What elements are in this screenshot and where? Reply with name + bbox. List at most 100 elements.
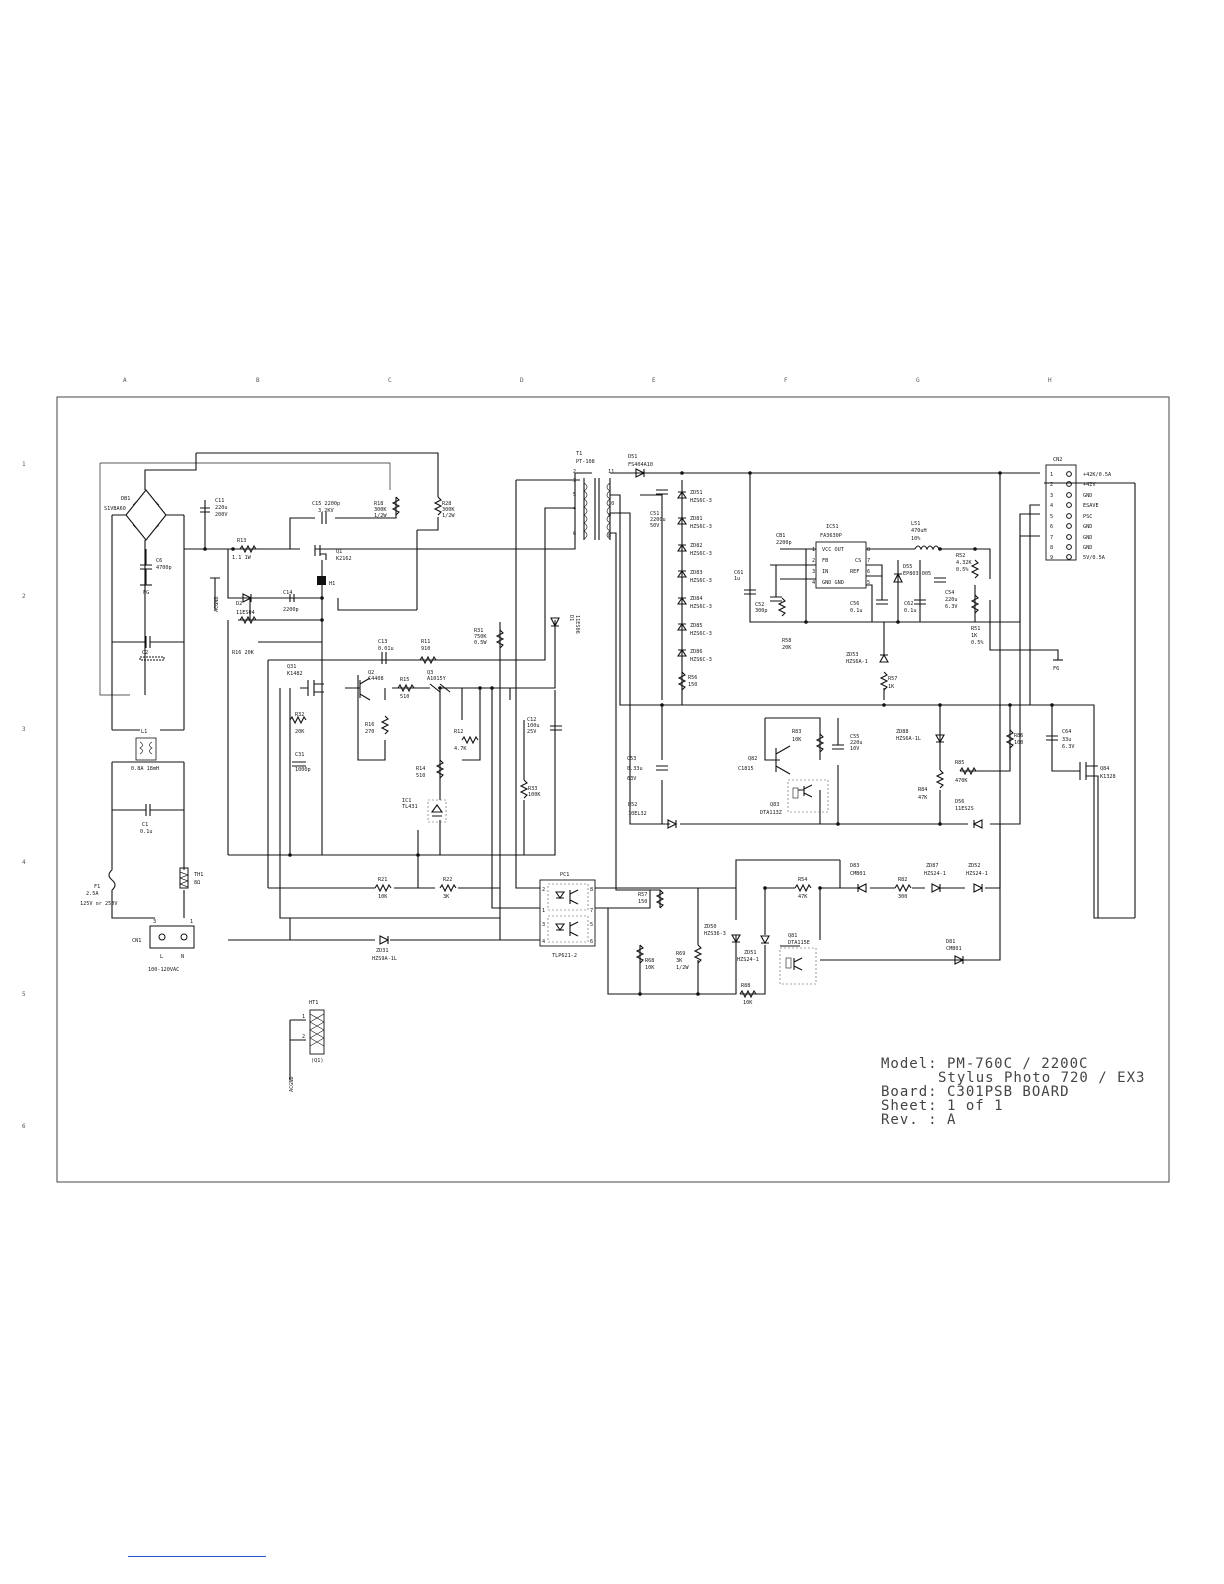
junction-dots [203, 471, 1054, 996]
acgnd-marker-upper: ACGND [210, 577, 220, 612]
svg-text:4: 4 [22, 859, 26, 866]
svg-text:ESAVE: ESAVE [1083, 503, 1099, 509]
fuse-f1: F1 2.5A 125V or 250V [80, 869, 117, 907]
svg-text:47K: 47K [798, 894, 808, 900]
zener-zd52: ZD52 HZS24-1 [966, 863, 988, 893]
svg-text:6: 6 [573, 531, 576, 537]
mosfet-q1: Q1 K2162 H1 [314, 545, 352, 587]
capacitor-c54: C54 220u 6.3V [934, 577, 958, 610]
ac-input-connector-cn1: 3 1 CN1 L N 100-120VAC [132, 919, 195, 973]
svg-text:510: 510 [416, 773, 425, 779]
title-block: Model: PM-760C / 2200C Stylus Photo 720 … [881, 1056, 1144, 1128]
inductor-l51: L51 470uH 10% [911, 521, 940, 551]
capacitor-c6: C6 4700p FG [140, 549, 172, 596]
regulator-ic51: IC51 FA3630P 1 VCC OUT 2 FB 3 IN 4 GND G… [812, 524, 870, 589]
svg-text:REF: REF [850, 569, 859, 575]
digital-transistor-q83: Q83 DTA113Z [760, 779, 829, 816]
svg-text:4.7K: 4.7K [454, 746, 467, 752]
svg-text:C52: C52 [755, 602, 764, 608]
svg-text:1000p: 1000p [295, 767, 311, 773]
svg-text:CB1: CB1 [776, 533, 785, 539]
capacitor-c64: C64 33u 6.3V [1046, 729, 1075, 750]
svg-text:3: 3 [153, 919, 156, 925]
svg-text:1K: 1K [971, 633, 978, 639]
svg-text:Q1: Q1 [336, 549, 342, 555]
svg-text:L51: L51 [911, 521, 920, 527]
svg-text:2: 2 [1050, 482, 1053, 488]
svg-text:50V: 50V [650, 523, 659, 529]
svg-text:6.3V: 6.3V [1062, 744, 1075, 750]
svg-text:R51: R51 [971, 626, 980, 632]
svg-text:ZD51: ZD51 [690, 490, 703, 496]
svg-text:8Ω: 8Ω [194, 880, 200, 886]
svg-text:D2: D2 [236, 601, 242, 607]
svg-text:ZD85: ZD85 [690, 623, 703, 629]
svg-text:270: 270 [365, 729, 374, 735]
svg-text:HZS6C-3: HZS6C-3 [690, 524, 712, 530]
svg-text:R12: R12 [454, 729, 463, 735]
svg-text:3K: 3K [443, 894, 450, 900]
svg-text:ZD81: ZD81 [690, 516, 703, 522]
svg-text:4.32K: 4.32K [956, 560, 972, 566]
zener-zd51b: ZD51 HZS24-1 [737, 935, 770, 963]
svg-text:R84: R84 [918, 787, 927, 793]
svg-text:1: 1 [302, 1014, 305, 1020]
zone-row-labels: 1 2 3 4 5 6 [22, 461, 26, 1130]
svg-text:2200p: 2200p [283, 607, 299, 613]
svg-text:R11: R11 [421, 639, 430, 645]
svg-text:2200u: 2200u [650, 517, 666, 523]
capacitor-c1: C1 0.1u [112, 804, 184, 835]
svg-text:CMB01: CMB01 [850, 871, 866, 877]
svg-text:300: 300 [898, 894, 907, 900]
resistor-r86: R86 100 [1005, 729, 1023, 749]
svg-text:100: 100 [1014, 740, 1023, 746]
svg-text:ACGND: ACGND [214, 596, 220, 612]
svg-text:0.8A 18mH: 0.8A 18mH [131, 766, 159, 772]
svg-text:FB: FB [822, 558, 828, 564]
digital-transistor-q81: Q81 DTA115E [779, 933, 817, 985]
svg-text:R22: R22 [443, 877, 452, 883]
svg-text:C4408: C4408 [368, 676, 384, 682]
svg-text:2: 2 [573, 469, 576, 475]
svg-text:C15 2200p: C15 2200p [312, 501, 340, 507]
choke-l1: L1 0.8A 18mH [131, 729, 159, 772]
capacitor-c2: C2 [112, 636, 184, 661]
svg-text:11ES06: 11ES06 [574, 615, 580, 634]
svg-text:DTA115E: DTA115E [788, 940, 810, 946]
resistor-r69: R69 3K 1/2W [676, 944, 703, 971]
resistor-r15: R15 510 [397, 677, 415, 700]
svg-text:6.3V: 6.3V [945, 604, 958, 610]
resistor-r12: R12 4.7K [454, 729, 479, 752]
svg-text:ACGND: ACGND [289, 1076, 295, 1092]
svg-text:Q82: Q82 [748, 756, 757, 762]
svg-text:5: 5 [573, 492, 576, 498]
svg-text:(Q1): (Q1) [311, 1058, 324, 1064]
svg-text:200V: 200V [215, 512, 228, 518]
svg-text:8: 8 [867, 547, 870, 553]
svg-text:R32: R32 [295, 712, 304, 718]
frame-ground-f6: F6 [1053, 659, 1063, 672]
svg-text:0.33u: 0.33u [627, 766, 643, 772]
svg-text:R86: R86 [1014, 733, 1023, 739]
svg-text:FA3630P: FA3630P [820, 533, 842, 539]
svg-text:R88: R88 [741, 983, 750, 989]
svg-text:100K: 100K [528, 792, 541, 798]
svg-text:IN: IN [822, 569, 828, 575]
svg-text:D1: D1 [568, 615, 574, 621]
svg-text:300K: 300K [442, 507, 455, 513]
svg-text:C51: C51 [650, 511, 659, 517]
svg-text:1u: 1u [734, 576, 740, 582]
svg-text:8: 8 [1050, 545, 1053, 551]
zone-column-labels: A B C D E F G H [123, 377, 1052, 384]
svg-text:1.1 1W: 1.1 1W [232, 555, 252, 561]
svg-text:C1: C1 [142, 822, 148, 828]
svg-text:VCC OUT: VCC OUT [822, 547, 844, 553]
svg-text:220u: 220u [945, 597, 958, 603]
svg-text:25V: 25V [527, 729, 536, 735]
svg-text:C13: C13 [378, 639, 387, 645]
svg-text:3K: 3K [676, 958, 683, 964]
svg-text:R28: R28 [442, 501, 451, 507]
svg-text:R21: R21 [378, 877, 387, 883]
svg-text:510: 510 [400, 694, 409, 700]
resistor-r54: R54 47K [794, 877, 812, 900]
